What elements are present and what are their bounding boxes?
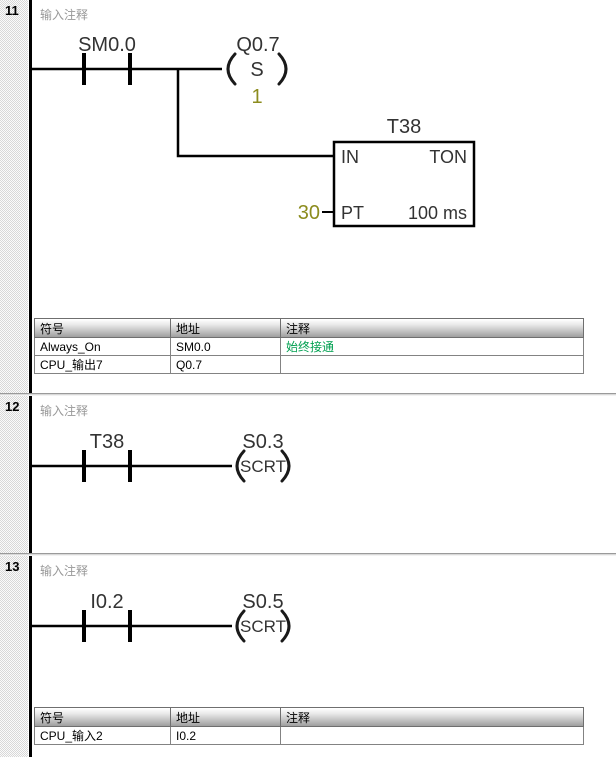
- network-separator: [0, 393, 616, 396]
- coil-right-paren: [277, 52, 288, 86]
- timer-base: 100 ms: [408, 203, 467, 223]
- timer-in-pin: IN: [341, 147, 359, 167]
- timer-type: TON: [429, 147, 467, 167]
- comment-cell[interactable]: [280, 355, 584, 374]
- table-row: CPU_输出7 Q0.7: [34, 355, 584, 374]
- column-header-address: 地址: [170, 707, 281, 727]
- address-cell[interactable]: Q0.7: [170, 355, 281, 374]
- coil-mnemonic: SCRT: [240, 617, 286, 636]
- coil-left-paren: [235, 609, 246, 643]
- timer-operand: T38: [387, 116, 421, 138]
- coil-left-paren: [235, 449, 246, 483]
- ladder-diagram-11: SM0.0 Q0.7 S 1 T38 IN TON PT 100 ms 30: [31, 34, 476, 228]
- symbol-table-13: 符号 地址 注释 CPU_输入2 I0.2: [34, 707, 584, 745]
- network-number: 12: [5, 399, 20, 414]
- column-header-comment: 注释: [280, 707, 584, 727]
- address-cell[interactable]: SM0.0: [170, 337, 281, 356]
- symbol-cell[interactable]: CPU_输入2: [34, 726, 171, 745]
- timer-ton-box[interactable]: T38 IN TON PT 100 ms 30: [298, 116, 476, 228]
- coil-mnemonic: S: [250, 59, 263, 81]
- network-comment[interactable]: 输入注释: [40, 8, 89, 22]
- address-cell[interactable]: I0.2: [170, 726, 281, 745]
- network-separator: [0, 553, 616, 556]
- comment-cell[interactable]: 始终接通: [280, 337, 584, 356]
- power-rail: [29, 396, 32, 553]
- network-comment[interactable]: 输入注释: [40, 404, 89, 418]
- contact-operand: T38: [90, 431, 124, 453]
- network-12-gutter[interactable]: 12: [0, 396, 28, 553]
- column-header-symbol: 符号: [34, 707, 171, 727]
- timer-preset-value: 30: [298, 202, 320, 224]
- symbol-cell[interactable]: Always_On: [34, 337, 171, 356]
- timer-pt-pin: PT: [341, 203, 364, 223]
- symbol-cell[interactable]: CPU_输出7: [34, 355, 171, 374]
- scrt-coil[interactable]: S0.3 SCRT: [235, 431, 291, 483]
- coil-operand: S0.3: [242, 431, 283, 453]
- timer-box-outline: [332, 140, 476, 228]
- network-11-gutter[interactable]: 11: [0, 0, 28, 393]
- network-13: 13 输入注释 I0.2 S0.5 SCRT 符号 地址: [0, 556, 616, 757]
- contact-normally-open[interactable]: SM0.0: [78, 34, 136, 85]
- network-comment[interactable]: 输入注释: [40, 564, 89, 578]
- coil-operand: Q0.7: [236, 34, 279, 56]
- set-coil[interactable]: Q0.7 S 1: [226, 34, 288, 108]
- comment-cell[interactable]: [280, 726, 584, 745]
- network-11: 11 输入注释 SM0.0 Q0.7 S 1 T38 IN: [0, 0, 584, 393]
- ladder-diagram-13: I0.2 S0.5 SCRT: [31, 591, 291, 643]
- table-row: CPU_输入2 I0.2: [34, 726, 584, 745]
- network-number: 13: [5, 559, 20, 574]
- table-row: Always_On SM0.0 始终接通: [34, 337, 584, 356]
- column-header-address: 地址: [170, 318, 281, 338]
- coil-operand: S0.5: [242, 591, 283, 613]
- power-rail: [29, 0, 32, 393]
- coil-left-paren: [226, 52, 237, 86]
- symbol-table-header-row: 符号 地址 注释: [34, 707, 584, 727]
- coil-mnemonic: SCRT: [240, 457, 286, 476]
- power-rail: [29, 556, 32, 757]
- network-12: 12 输入注释 T38 S0.3 SCRT: [0, 396, 616, 553]
- ladder-diagram-12: T38 S0.3 SCRT: [31, 431, 291, 483]
- symbol-table-header-row: 符号 地址 注释: [34, 318, 584, 338]
- branch-wire: [176, 69, 334, 158]
- network-number: 11: [5, 3, 19, 18]
- column-header-comment: 注释: [280, 318, 584, 338]
- contact-normally-open[interactable]: I0.2: [82, 591, 132, 642]
- contact-normally-open[interactable]: T38: [82, 431, 132, 482]
- symbol-table-11: 符号 地址 注释 Always_On SM0.0 始终接通 CPU_输出7 Q0…: [34, 318, 584, 374]
- scrt-coil[interactable]: S0.5 SCRT: [235, 591, 291, 643]
- column-header-symbol: 符号: [34, 318, 171, 338]
- coil-n-value: 1: [251, 86, 262, 108]
- contact-operand: SM0.0: [78, 34, 136, 56]
- network-13-gutter[interactable]: 13: [0, 556, 28, 757]
- coil-right-paren: [280, 609, 291, 643]
- contact-operand: I0.2: [90, 591, 123, 613]
- coil-right-paren: [280, 449, 291, 483]
